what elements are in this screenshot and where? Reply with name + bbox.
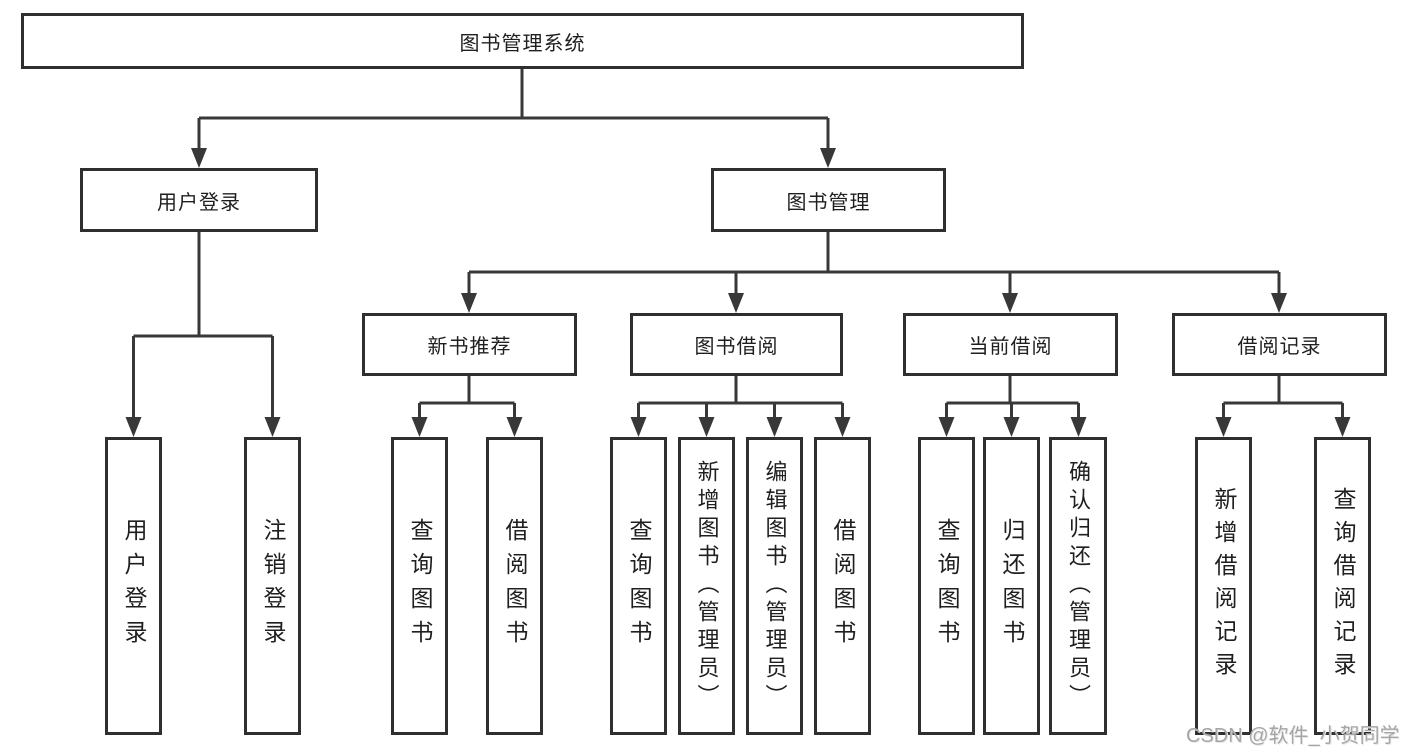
node-borrow-record: 借阅记录: [1172, 313, 1387, 376]
leaf-edit-book-admin: 编辑图书（管理员）: [746, 437, 803, 735]
node-book-borrow: 图书借阅: [630, 313, 843, 376]
csdn-watermark: CSDN @软件_小贺同学: [1186, 725, 1400, 747]
leaf-confirm-return-admin: 确认归还（管理员）: [1049, 437, 1107, 735]
leaf-user-login: 用户登录: [105, 437, 162, 735]
node-root-system: 图书管理系统: [21, 13, 1024, 69]
node-book-management: 图书管理: [711, 168, 946, 232]
leaf-return-book: 归还图书: [983, 437, 1040, 735]
leaf-borrow-book-2: 借阅图书: [814, 437, 871, 735]
leaf-add-borrow-record: 新增借阅记录: [1195, 437, 1252, 735]
leaf-query-book-2: 查询图书: [610, 437, 667, 735]
leaf-borrow-book-1: 借阅图书: [486, 437, 543, 735]
node-user-login: 用户登录: [80, 168, 318, 232]
node-current-borrow: 当前借阅: [903, 313, 1118, 376]
node-new-book-recommend: 新书推荐: [362, 313, 577, 376]
leaf-query-book-1: 查询图书: [391, 437, 448, 735]
leaf-query-book-3: 查询图书: [918, 437, 975, 735]
leaf-add-book-admin: 新增图书（管理员）: [678, 437, 735, 735]
leaf-logout: 注销登录: [244, 437, 301, 735]
leaf-query-borrow-record: 查询借阅记录: [1314, 437, 1371, 735]
